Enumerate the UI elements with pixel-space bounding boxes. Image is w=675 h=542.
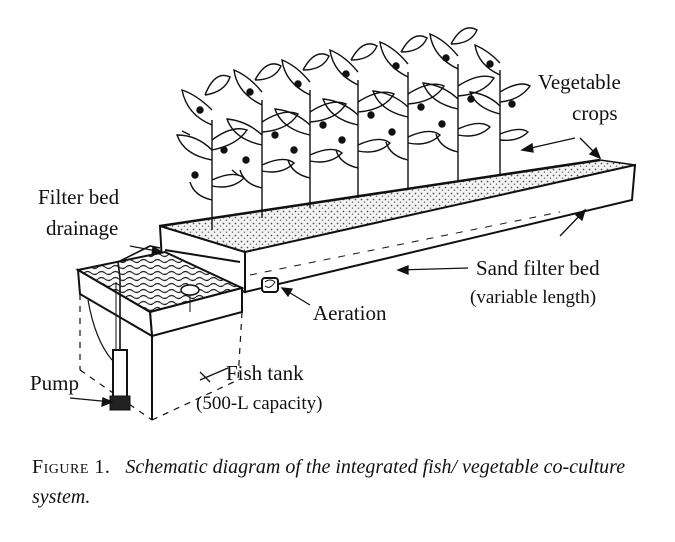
sand-filter-bed-label-line2: (variable length) — [470, 287, 597, 308]
filter-bed-hidden-edge — [244, 199, 633, 293]
fish-tank-label-line2: (500-L capacity) — [196, 393, 323, 414]
vegetable-crops-label-line1: Vegetable — [538, 70, 621, 94]
co-culture-system-diagram — [69, 27, 637, 421]
drainage-pipe — [164, 249, 241, 263]
filter-bed-drainage-label-line2: drainage — [46, 216, 119, 240]
leader-lines — [69, 137, 602, 408]
plant-7 — [468, 43, 532, 176]
plant-1 — [176, 74, 249, 230]
plant-4 — [321, 43, 396, 198]
plant-5 — [371, 35, 446, 190]
pump-label: Pump — [30, 371, 80, 395]
pump — [87, 245, 161, 411]
figure-caption: Figure 1. Schematic diagram of the integ… — [32, 452, 652, 512]
vegetable-crops — [176, 27, 532, 230]
aeration-device — [261, 277, 279, 293]
filter-bed-drainage-label-line1: Filter bed — [38, 185, 120, 209]
vegetable-crops-label-line2: crops — [572, 101, 618, 125]
fish-tank-label-line1: Fish tank — [226, 361, 304, 385]
fish-tank — [75, 250, 245, 421]
aeration-label: Aeration — [313, 301, 387, 325]
sand-filter-bed-label-line1: Sand filter bed — [476, 256, 600, 280]
plant-6 — [421, 27, 496, 182]
caption-text: Schematic diagram of the integrated fish… — [32, 456, 626, 508]
plant-2 — [225, 63, 300, 218]
sand-filter-bed — [158, 158, 637, 294]
plant-3 — [273, 53, 348, 208]
figure-number: Figure 1. — [32, 456, 111, 478]
